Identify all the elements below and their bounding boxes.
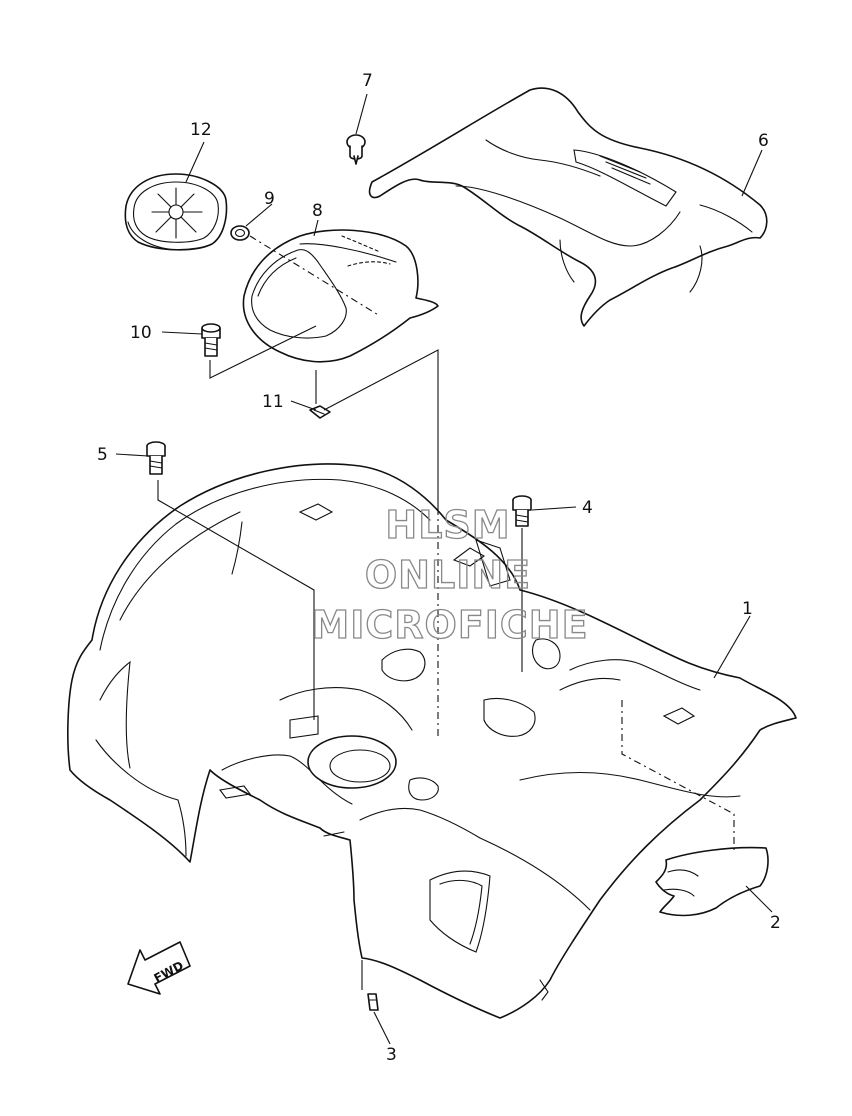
callout-7: 7 [362, 71, 373, 91]
callout-4: 4 [582, 498, 593, 518]
watermark-line-3: MICROFICHE [311, 603, 588, 647]
callout-11: 11 [262, 392, 284, 412]
watermark: HLSM ONLINE MICROFICHE [311, 502, 588, 647]
part-grille-cap [124, 173, 228, 251]
part-push-rivet [346, 134, 366, 165]
watermark-line-1: HLSM [385, 503, 510, 547]
callout-labels: 1 2 3 4 5 6 7 8 9 10 11 12 [97, 71, 781, 1065]
part-mud-flap [655, 846, 769, 917]
part-grommet [230, 225, 250, 241]
part-bolt-5 [146, 441, 166, 475]
watermark-line-2: ONLINE [365, 553, 531, 597]
callout-12: 12 [190, 120, 212, 140]
part-bolt-10 [201, 323, 221, 357]
fwd-direction-arrow: FWD [127, 941, 191, 995]
callout-3: 3 [386, 1045, 397, 1065]
callout-1: 1 [742, 599, 753, 619]
callout-2: 2 [770, 913, 781, 933]
callout-8: 8 [312, 201, 323, 221]
callout-9: 9 [264, 189, 275, 209]
leader-lines [115, 93, 773, 1045]
part-nut-clip-3 [367, 993, 379, 1011]
part-rear-fender [67, 463, 797, 1019]
callout-6: 6 [758, 131, 769, 151]
part-storage-lid [242, 229, 439, 363]
part-bolt-4 [512, 495, 532, 527]
part-rear-top-cover [368, 87, 768, 327]
callout-10: 10 [130, 323, 152, 343]
callout-5: 5 [97, 445, 108, 465]
